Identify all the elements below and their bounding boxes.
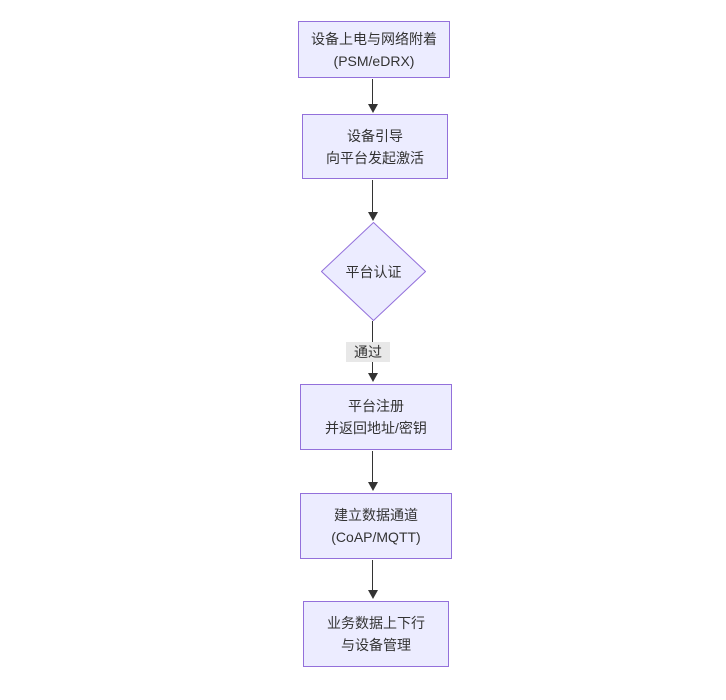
- node-text-line: 建立数据通道: [334, 507, 418, 523]
- edge-d-e: [372, 451, 373, 483]
- node-text-line: 设备引导: [347, 127, 403, 144]
- decision-platform-auth: 平台认证: [321, 222, 426, 321]
- node-text-line: (PSM/eDRX): [333, 52, 415, 69]
- node-power-on-network-attach: 设备上电与网络附着 (PSM/eDRX): [298, 21, 450, 78]
- node-data-channel: 建立数据通道 (CoAP/MQTT): [300, 493, 452, 559]
- arrow-down-icon: [368, 212, 378, 221]
- node-text-line: 平台注册: [348, 398, 404, 414]
- edge-a-b: [372, 79, 373, 105]
- arrow-down-icon: [368, 104, 378, 113]
- edge-b-c: [372, 180, 373, 213]
- node-text-line: 并返回地址/密钥: [325, 420, 427, 436]
- edge-e-f: [372, 560, 373, 591]
- arrow-down-icon: [368, 482, 378, 491]
- node-platform-register: 平台注册 并返回地址/密钥: [300, 384, 452, 450]
- node-text-line: 设备上电与网络附着: [311, 30, 437, 47]
- arrow-down-icon: [368, 373, 378, 382]
- arrow-down-icon: [368, 590, 378, 599]
- diamond-shape: [321, 222, 426, 321]
- edge-label-pass: 通过: [346, 342, 390, 362]
- node-device-bootstrap-activate: 设备引导 向平台发起激活: [302, 114, 448, 179]
- node-text-line: 业务数据上下行: [327, 615, 425, 631]
- node-text-line: 向平台发起激活: [326, 149, 424, 166]
- node-business-data-device-mgmt: 业务数据上下行 与设备管理: [303, 601, 449, 667]
- node-text-line: 与设备管理: [341, 637, 411, 653]
- node-text-line: (CoAP/MQTT): [331, 529, 421, 545]
- node-text-line: 平台认证: [345, 263, 402, 280]
